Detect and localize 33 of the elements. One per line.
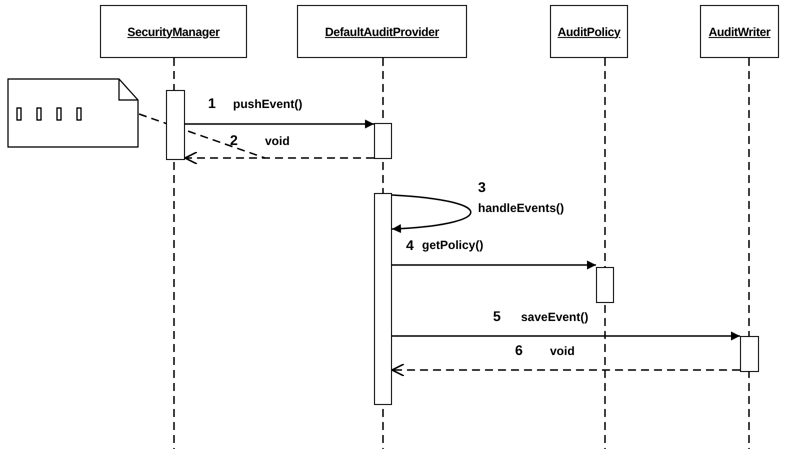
- activation-bar: [166, 90, 185, 160]
- object-box: [700, 5, 779, 58]
- message-label: pushEvent(): [233, 97, 302, 111]
- object-name: AuditWriter: [708, 24, 770, 38]
- sequence-number: 1: [208, 96, 216, 110]
- return-message-arrow: [391, 363, 740, 377]
- object-box: [297, 5, 467, 58]
- message-arrow: [392, 332, 740, 340]
- message-label: void: [265, 134, 290, 148]
- activation-bar: [740, 336, 759, 372]
- self-message-arrow: [392, 194, 472, 233]
- activation-bar: [596, 267, 614, 303]
- object-name: AuditPolicy: [558, 24, 620, 38]
- sequence-number: 2: [230, 133, 238, 147]
- activation-bar: [374, 123, 392, 159]
- object-name: SecurityManager: [127, 24, 220, 38]
- object-name: DefaultAuditProvider: [324, 24, 439, 38]
- sequence-number: 3: [478, 180, 486, 194]
- message-arrow: [392, 260, 596, 270]
- message-label: void: [550, 344, 575, 358]
- object-box: [550, 5, 628, 58]
- leader-line: [138, 113, 266, 159]
- sequence-number: 4: [406, 238, 414, 252]
- sequence-number: 5: [493, 309, 501, 323]
- message-label: handleEvents(): [478, 201, 564, 215]
- note-shape: [7, 78, 139, 148]
- object-box: [100, 5, 247, 58]
- message-arrow: [185, 120, 374, 128]
- return-message-arrow: [184, 151, 374, 165]
- message-label: getPolicy(): [422, 238, 484, 252]
- activation-bar: [374, 193, 392, 405]
- sequence-number: 6: [515, 343, 523, 357]
- message-label: saveEvent(): [521, 310, 588, 324]
